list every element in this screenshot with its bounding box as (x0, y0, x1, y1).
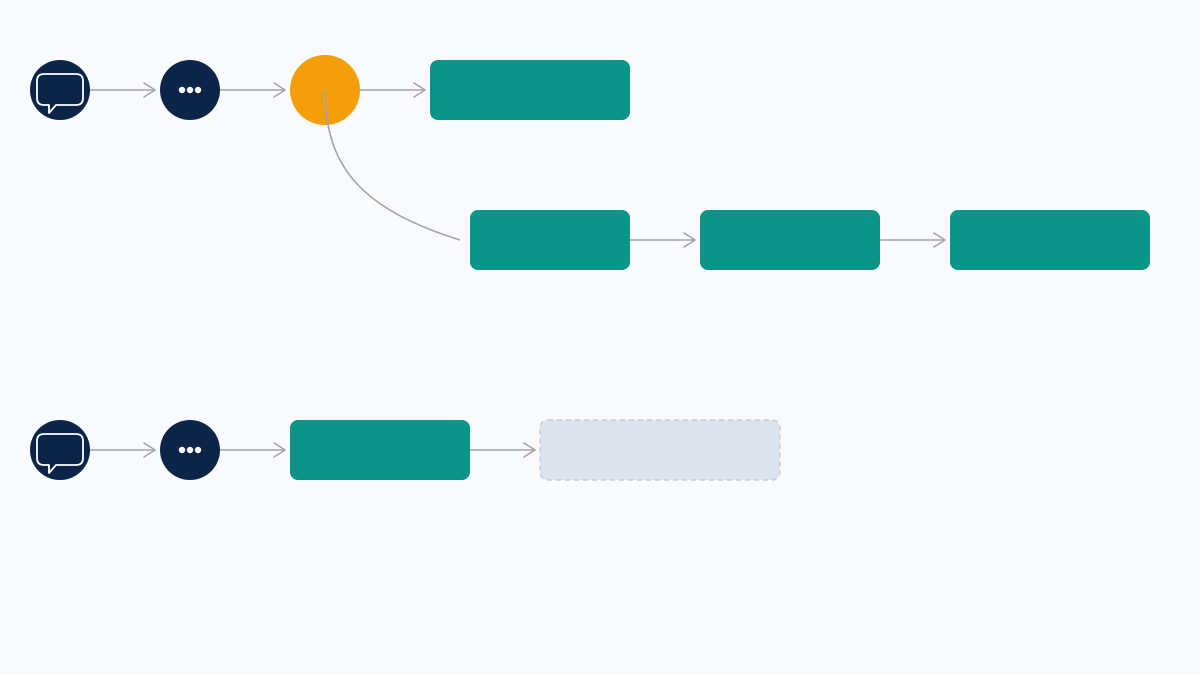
connectors (90, 82, 946, 458)
step-node (700, 210, 880, 270)
connector-curve (324, 89, 461, 241)
arrowhead-icon (273, 442, 286, 458)
chat-bubble-outline (36, 433, 84, 474)
step-node (290, 420, 470, 480)
connector-arrow (630, 232, 696, 248)
placeholder-node (539, 419, 781, 481)
arrowhead-icon (933, 232, 946, 248)
ellipsis-icon (178, 446, 202, 454)
connector-arrow (90, 442, 156, 458)
arrowhead-icon (523, 442, 536, 458)
arrowhead-icon (273, 82, 286, 98)
ellipsis-icon (178, 86, 202, 94)
connector-arrow (220, 82, 286, 98)
ellipsis-dot (178, 446, 186, 454)
chat-bubble-icon (36, 73, 84, 114)
ellipsis-dot (194, 86, 202, 94)
step-node (430, 60, 630, 120)
connector-arrow (360, 82, 426, 98)
connector-arrow (90, 82, 156, 98)
step-node (470, 210, 630, 270)
connector-arrow (880, 232, 946, 248)
connector-arrow (470, 442, 536, 458)
ellipsis-dot (186, 446, 194, 454)
arrowhead-icon (143, 82, 156, 98)
ellipsis-dot (186, 86, 194, 94)
nodes (30, 55, 1150, 481)
arrowhead-icon (683, 232, 696, 248)
step-node (950, 210, 1150, 270)
connector-arrow (220, 442, 286, 458)
arrowhead-icon (143, 442, 156, 458)
chat-bubble-outline (36, 73, 84, 114)
arrowhead-icon (413, 82, 426, 98)
ellipsis-dot (178, 86, 186, 94)
ellipsis-dot (194, 446, 202, 454)
chat-bubble-icon (36, 433, 84, 474)
